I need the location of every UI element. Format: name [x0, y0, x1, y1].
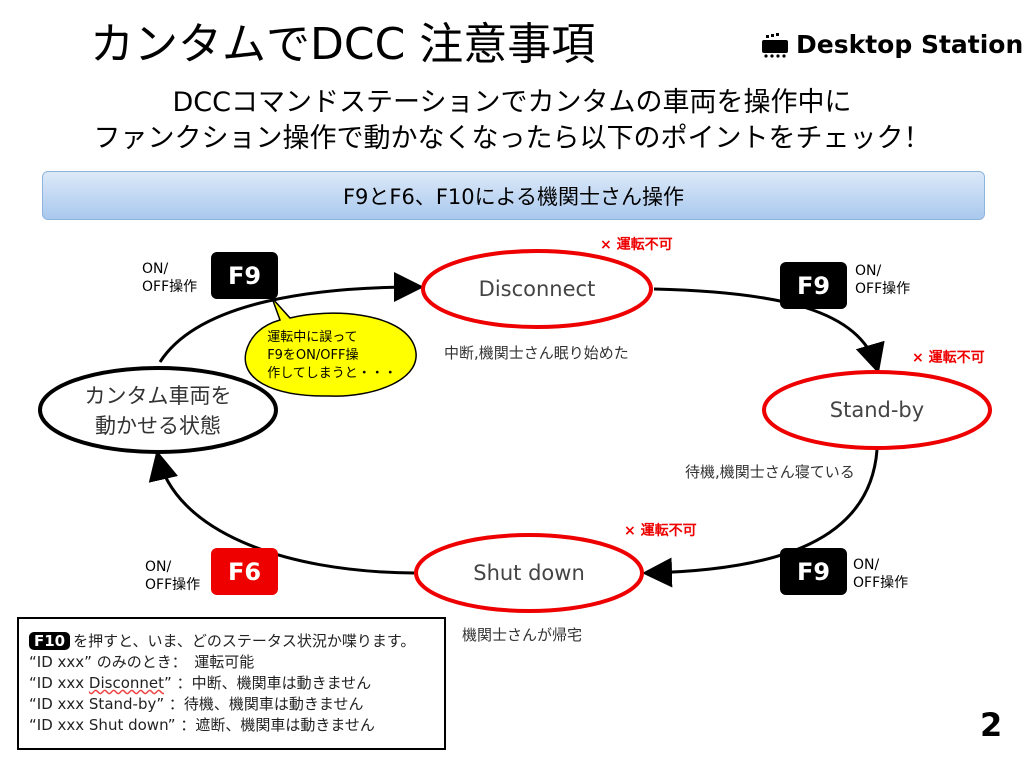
arrow-standby-to-shutdown: [642, 449, 879, 588]
onoff-label: ON/ OFF操作: [145, 559, 201, 593]
note-disconnect: 中断,機関士さん眠り始めた: [444, 344, 629, 362]
legend-quote-misspelled: Disconnet: [88, 674, 165, 692]
not-operable-label: × 運転不可: [600, 237, 673, 253]
legend-line: “ID xxx Stand-by” ：待機、機関車は動きません: [29, 694, 434, 715]
subtitle-line-2: ファンクション操作で動かなくなったら以下のポイントをチェック！: [93, 123, 931, 154]
state-normal: カンタム車両を 動かせる状態: [84, 384, 232, 438]
arrow-shutdown-to-normal: [148, 450, 415, 575]
legend-quote: “ID xxx”: [29, 653, 92, 671]
logo-text: Desktop Station: [796, 30, 1024, 59]
legend-desc: ：中断、機関車は動きません: [176, 674, 372, 692]
legend-desc: ：遮断、機関車は動きません: [180, 716, 375, 734]
legend-desc: のみのとき： 運転可能: [96, 653, 255, 671]
onoff-label: ON/ OFF操作: [853, 557, 909, 591]
f10-badge: F10: [29, 632, 71, 650]
page-number: 2: [980, 706, 1003, 744]
train-icon: [762, 32, 788, 58]
state-disconnect-outline: [421, 249, 653, 329]
state-disconnect: Disconnect: [478, 277, 596, 301]
arrow-normal-to-disconnect: [158, 272, 424, 363]
not-operable-label: × 運転不可: [912, 350, 985, 366]
f9-badge: F9: [780, 548, 847, 595]
onoff-label: ON/ OFF操作: [855, 263, 911, 297]
state-standby: Stand-by: [829, 398, 925, 422]
legend-quote: “ID xxx Shut down”: [29, 716, 176, 734]
f9-badge: F9: [780, 262, 847, 309]
speech-bubble-text: 運転中に誤って F9をON/OFF操 作してしまうと・・・: [267, 330, 397, 381]
legend-intro-text: を押すと、いま、どのステータス状況か喋ります。: [73, 632, 416, 650]
f9-badge: F9: [211, 252, 278, 299]
speech-bubble-shape: [244, 297, 417, 397]
state-shutdown: Shut down: [473, 561, 585, 585]
note-shutdown: 機関士さんが帰宅: [462, 626, 583, 644]
f6-badge: F6: [211, 548, 278, 595]
legend-line: “ID xxx Shut down” ：遮断、機関車は動きません: [29, 715, 434, 736]
state-normal-outline: [38, 366, 278, 454]
logo: Desktop Station: [760, 30, 1023, 59]
legend-quote: “ID xxx: [29, 674, 89, 692]
legend-line: “ID xxx” のみのとき： 運転可能: [29, 652, 434, 673]
note-standby: 待機,機関士さん寝ている: [685, 463, 855, 481]
legend-desc: ：待機、機関車は動きません: [168, 695, 364, 713]
onoff-label: ON/ OFF操作: [142, 261, 198, 295]
state-standby-outline: [762, 370, 992, 450]
section-banner: F9とF6、F10による機関士さん操作: [42, 171, 985, 220]
legend-quote: ”: [164, 674, 172, 692]
slide-title: カンタムでDCC 注意事項: [90, 19, 596, 70]
speech-bubble: 運転中に誤って F9をON/OFF操 作してしまうと・・・: [248, 318, 416, 394]
state-shutdown-outline: [414, 533, 644, 613]
legend-line: “ID xxx Disconnet” ：中断、機関車は動きません: [29, 673, 434, 694]
not-operable-label: × 運転不可: [624, 523, 697, 539]
legend-quote: “ID xxx Stand-by”: [29, 695, 165, 713]
subtitle-line-1: DCCコマンドステーションでカンタムの車両を操作中に: [172, 87, 852, 118]
